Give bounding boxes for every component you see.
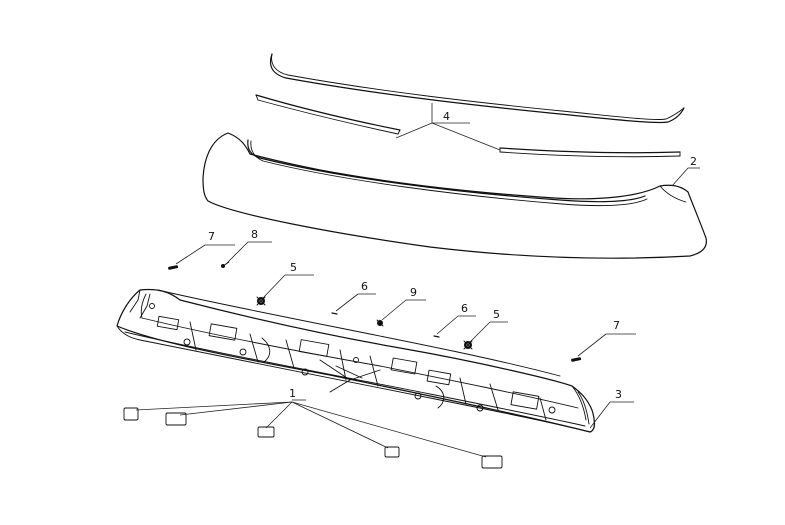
screw-8 — [221, 261, 230, 268]
callout-6-right: 6 — [461, 302, 468, 315]
pin-6-left — [331, 312, 338, 315]
rear-spoiler — [202, 132, 707, 259]
leader-lines — [135, 103, 700, 458]
callout-8: 8 — [251, 228, 258, 241]
fastener-7-right — [571, 357, 582, 362]
pad-1e — [481, 455, 503, 469]
callout-labels: 4 2 7 8 5 6 9 6 5 7 3 1 — [208, 110, 697, 401]
pad-1c — [257, 426, 275, 438]
callout-7-right: 7 — [613, 319, 620, 332]
clip-9 — [376, 319, 384, 327]
pin-6-right — [433, 335, 440, 338]
callout-9: 9 — [410, 286, 417, 299]
fastener-7-left — [168, 265, 179, 270]
callout-4: 4 — [443, 110, 450, 123]
pad-1d — [384, 446, 400, 458]
middle-left-trim-strip — [255, 94, 401, 135]
callout-6-left: 6 — [361, 280, 368, 293]
upper-trim-strip — [269, 53, 685, 124]
lower-spoiler-panel — [116, 288, 595, 433]
callout-7-left: 7 — [208, 230, 215, 243]
callout-2: 2 — [690, 155, 697, 168]
callout-3: 3 — [615, 388, 622, 401]
clip-5-left — [256, 296, 266, 306]
callout-5-left: 5 — [290, 261, 297, 274]
callout-1: 1 — [289, 387, 296, 400]
pad-1a — [123, 407, 139, 421]
clip-5-right — [463, 340, 473, 350]
middle-right-trim-strip — [499, 147, 681, 158]
callout-5-right: 5 — [493, 308, 500, 321]
pad-1b — [165, 412, 187, 426]
